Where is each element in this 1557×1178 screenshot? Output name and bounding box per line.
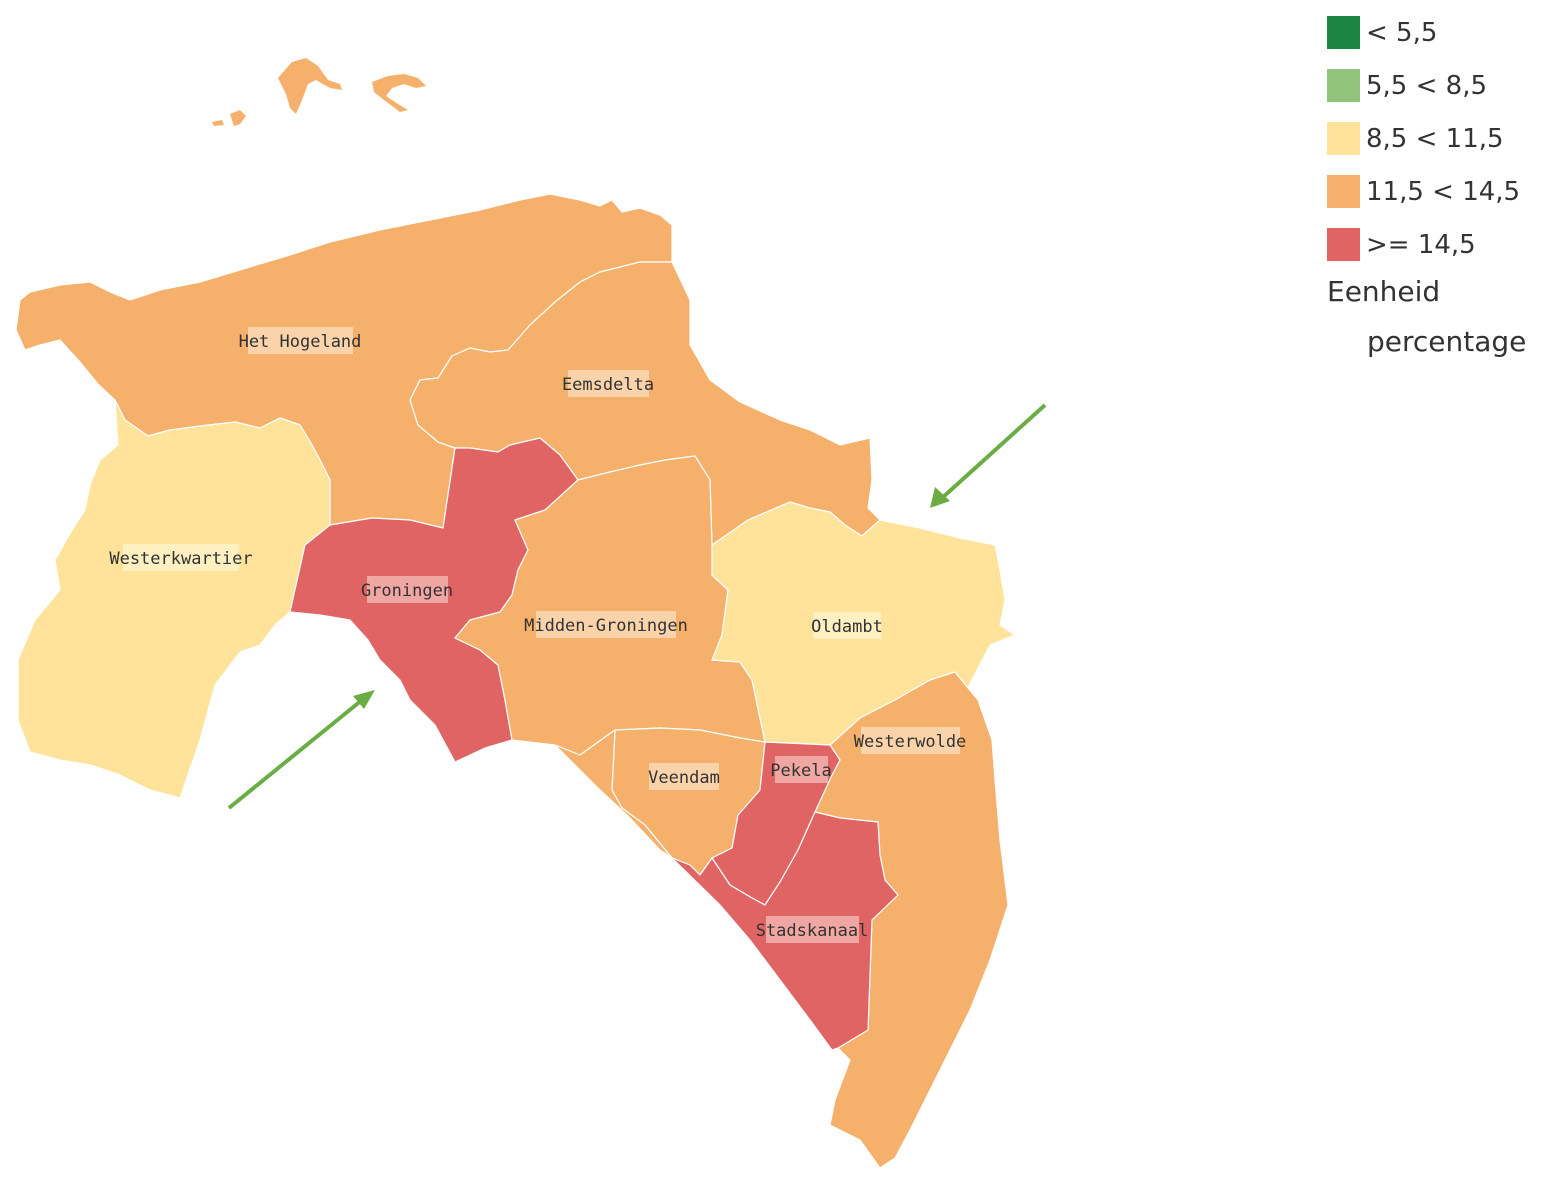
arrow-to-groningen (227, 690, 375, 810)
svg-text:Veendam: Veendam (648, 768, 720, 788)
region-westerkwartier[interactable] (17, 399, 331, 799)
label-westerkwartier: Westerkwartier (109, 544, 253, 571)
legend-label: 5,5 < 8,5 (1366, 70, 1488, 101)
legend-item: 11,5 < 14,5 (1327, 165, 1552, 218)
legend-unit-value: percentage (1367, 325, 1527, 358)
island-rottumerplaat (372, 74, 426, 112)
island-zuiderduintjes (230, 110, 246, 126)
legend-label: < 5,5 (1366, 17, 1438, 48)
label-oldambt: Oldambt (811, 612, 883, 639)
svg-text:Pekela: Pekela (770, 761, 831, 781)
svg-text:Eemsdelta: Eemsdelta (562, 375, 654, 395)
label-groningen: Groningen (361, 576, 453, 603)
svg-text:Groningen: Groningen (361, 581, 453, 601)
label-stadskanaal: Stadskanaal (756, 916, 869, 943)
legend-item: 8,5 < 11,5 (1327, 112, 1552, 165)
legend-label: 8,5 < 11,5 (1366, 123, 1504, 154)
svg-text:Stadskanaal: Stadskanaal (756, 921, 869, 941)
label-westerwolde: Westerwolde (854, 727, 967, 754)
legend-item: < 5,5 (1327, 6, 1552, 59)
legend-label: >= 14,5 (1366, 229, 1476, 260)
label-veendam: Veendam (648, 763, 720, 790)
legend-item: 5,5 < 8,5 (1327, 59, 1552, 112)
label-het-hogeland: Het Hogeland (239, 327, 362, 354)
legend-label: 11,5 < 14,5 (1366, 176, 1521, 207)
legend-swatch (1327, 16, 1360, 49)
svg-text:Midden-Groningen: Midden-Groningen (524, 616, 688, 636)
island-small (212, 120, 224, 126)
legend-swatch (1327, 69, 1360, 102)
svg-text:Oldambt: Oldambt (811, 617, 883, 637)
legend-swatch (1327, 122, 1360, 155)
label-pekela: Pekela (770, 756, 832, 783)
island-rottumeroog (278, 58, 342, 114)
svg-text:Westerkwartier: Westerkwartier (109, 549, 252, 569)
svg-text:Westerwolde: Westerwolde (854, 732, 967, 752)
legend-unit-title: Eenheid (1327, 275, 1441, 308)
label-eemsdelta: Eemsdelta (562, 370, 654, 397)
region-veendam-west (554, 729, 673, 859)
legend: < 5,5 5,5 < 8,5 8,5 < 11,5 11,5 < 14,5 >… (1327, 6, 1552, 358)
svg-text:Het Hogeland: Het Hogeland (239, 332, 362, 352)
label-midden-groningen: Midden-Groningen (524, 611, 688, 638)
arrow-to-oldambt (930, 403, 1047, 508)
legend-item: >= 14,5 (1327, 218, 1552, 271)
legend-swatch (1327, 228, 1360, 261)
legend-swatch (1327, 175, 1360, 208)
